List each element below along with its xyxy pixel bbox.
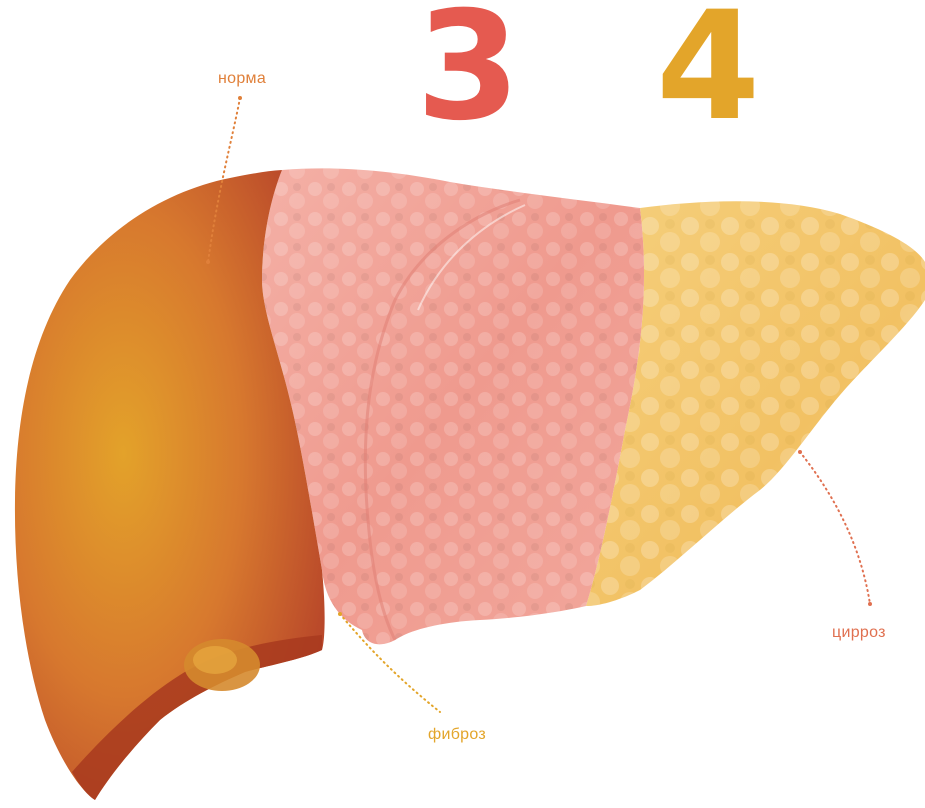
label-fibroz: фиброз (428, 726, 486, 744)
leader-line-cirroz (800, 452, 870, 604)
stage-number-three: 3 (416, 0, 520, 142)
label-cirroz: цирроз (832, 624, 886, 642)
stage-number-four: 4 (656, 0, 760, 142)
label-norma: норма (218, 70, 266, 88)
